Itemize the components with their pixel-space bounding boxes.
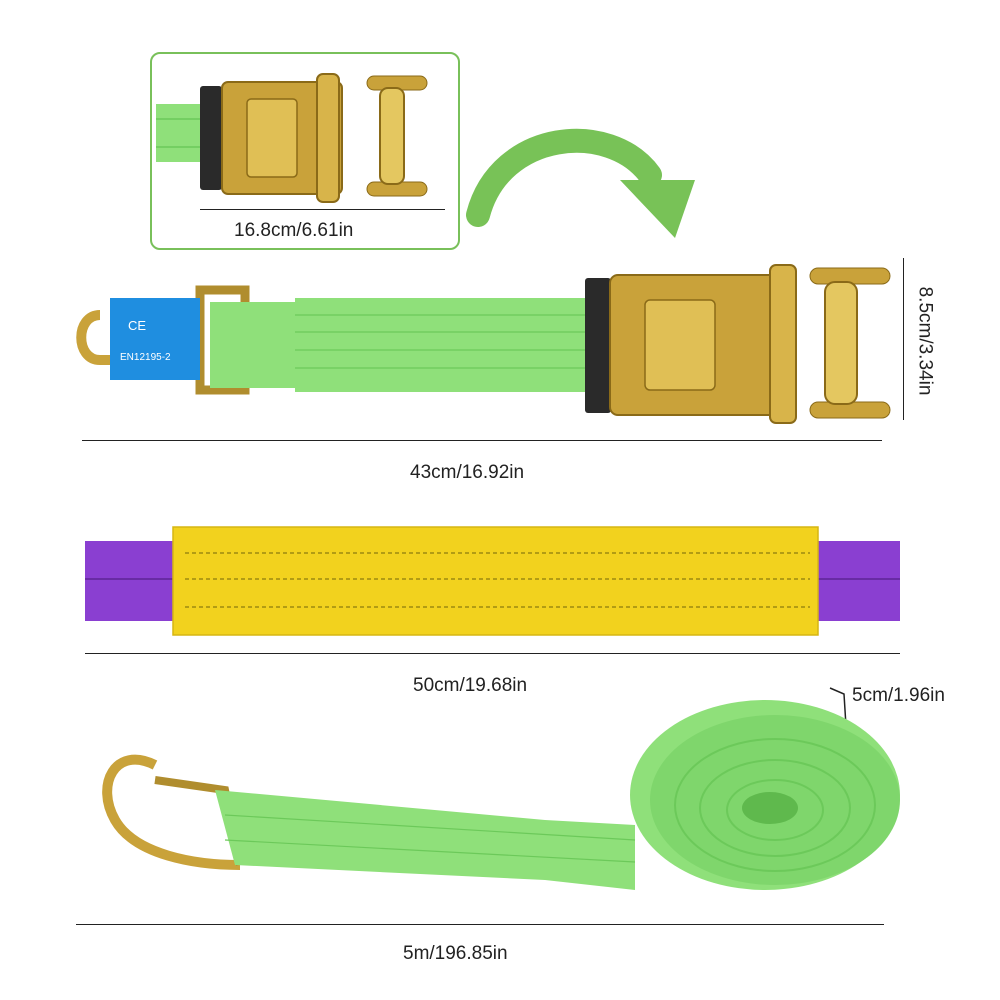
webbing-width-label: 5cm/1.96in (852, 685, 945, 706)
ratchet-height-line (903, 258, 904, 420)
protective-sleeve (85, 526, 900, 636)
sleeve-label: 50cm/19.68in (413, 675, 528, 696)
short-strap-assembly: CE EN12195-2 (76, 264, 891, 424)
long-strap-line (76, 924, 884, 925)
ratchet-width-label: 16.8cm/6.61in (234, 220, 354, 241)
tag-standard: EN12195-2 (120, 352, 171, 363)
ratchet-buckle-icon (156, 73, 428, 203)
short-strap-label: 43cm/16.92in (410, 462, 525, 483)
curved-arrow-icon (466, 128, 695, 238)
long-strap-assembly (102, 700, 900, 890)
strap-roll-icon (630, 700, 900, 890)
short-strap-line (82, 440, 882, 441)
label-tag (110, 298, 200, 380)
ratchet-detail-inset: 16.8cm/6.61in (150, 52, 460, 250)
ratchet-width-line (200, 209, 445, 210)
long-strap-label: 5m/196.85in (403, 943, 508, 964)
sleeve-line (85, 653, 900, 654)
tag-mark: CE (128, 318, 146, 333)
ratchet-height-label: 8.5cm/3.34in (914, 286, 936, 396)
hook-icon (102, 754, 244, 870)
